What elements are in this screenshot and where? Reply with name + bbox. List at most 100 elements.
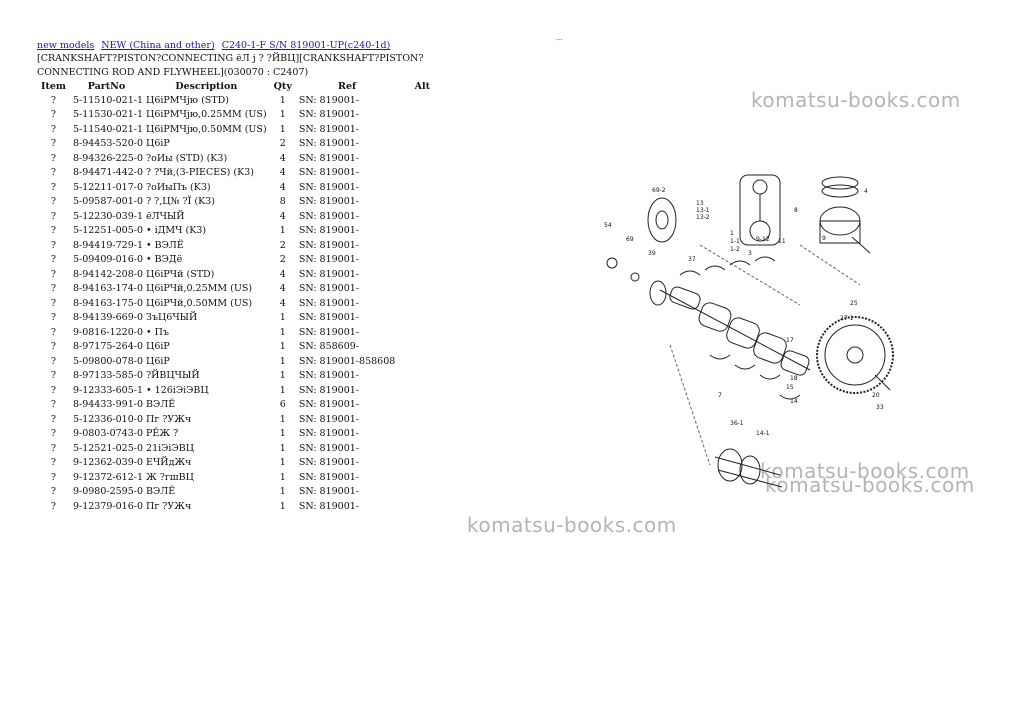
qty-cell: 1: [279, 384, 286, 396]
label-69-2: 69-2: [652, 187, 666, 194]
qty-cell: 1: [279, 428, 286, 440]
alt-cell: [398, 166, 446, 181]
header-alt: Alt: [414, 81, 430, 92]
item-cell: ?: [50, 123, 57, 135]
ref-cell: SN: 819001-: [298, 442, 360, 454]
label-18: 18: [790, 375, 798, 382]
ref-cell: SN: 819001-: [298, 239, 360, 251]
part-description-cell: 8-94142-208-0 Ц6іРЧй (STD): [72, 268, 215, 280]
alt-cell: [398, 354, 446, 369]
ref-cell: SN: 819001-: [298, 297, 360, 309]
table-row: ? 5-09800-078-0 Ц6іР 1 SN: 819001-858608: [37, 354, 446, 369]
part-description-cell: 5-11540-021-1 Ц6іРМЧјю,0.50MM (US): [72, 123, 267, 135]
part-description-cell: 5-12521-025-0 21іЭіЭВЦ: [72, 442, 194, 454]
item-cell: ?: [50, 399, 57, 411]
reference-lines: [669, 244, 861, 466]
part-description-cell: 5-12230-039-1 ёЛЧЫЙ: [72, 210, 185, 222]
page-title: [CRANKSHAFT?PISTON?CONNECTING ёЛ ј ? ?ЙВ…: [37, 53, 424, 78]
table-header-row: Item PartNo Description Qty Ref Alt: [37, 80, 446, 93]
part-description-cell: 5-09800-078-0 Ц6іР: [72, 355, 170, 367]
item-cell: ?: [50, 457, 57, 469]
item-cell: ?: [50, 428, 57, 440]
item-cell: ?: [50, 152, 57, 164]
qty-cell: 4: [279, 297, 286, 309]
diagram-labels: 69-2 4 13 13-1 13-2 8 54 69 39 37 1 1-1 …: [604, 187, 884, 437]
timing-gear-part: [647, 197, 677, 243]
ref-cell: SN: 819001-: [298, 138, 360, 150]
alt-cell: [398, 137, 446, 152]
ref-cell: SN: 819001-: [298, 225, 360, 237]
qty-cell: 1: [279, 500, 286, 512]
part-description-cell: 8-94326-225-0 ?оИы (STD) (K3): [72, 152, 228, 164]
alt-cell: [398, 340, 446, 355]
qty-cell: 1: [279, 312, 286, 324]
label-4: 4: [864, 188, 868, 195]
label-1-2: 1-2: [730, 246, 740, 253]
ref-cell: SN: 819001-858608: [298, 355, 396, 367]
item-cell: ?: [50, 167, 57, 179]
item-cell: ?: [50, 94, 57, 106]
label-27-1: 27-1: [840, 315, 854, 322]
part-description-cell: 8-97133-585-0 ?ЙВЦЧЫЙ: [72, 370, 200, 382]
ref-cell: SN: 819001-: [298, 196, 360, 208]
ref-cell: SN: 819001-: [298, 457, 360, 469]
flywheel-part: [816, 316, 894, 394]
part-description-cell: 8-94139-669-0 ЗъЦ6ЧЫЙ: [72, 312, 198, 324]
qty-cell: 1: [279, 123, 286, 135]
header-item: Item: [41, 81, 66, 92]
label-9-12: 9-12: [756, 236, 770, 243]
qty-cell: 4: [279, 210, 286, 222]
qty-cell: 4: [279, 268, 286, 280]
label-15: 15: [786, 384, 794, 391]
part-description-cell: 5-12336-010-0 Пг ?УЖч: [72, 413, 192, 425]
item-cell: ?: [50, 355, 57, 367]
item-cell: ?: [50, 413, 57, 425]
watermark: komatsu-books.com: [765, 473, 975, 497]
label-7: 7: [718, 392, 722, 399]
item-cell: ?: [50, 341, 57, 353]
item-cell: ?: [50, 326, 57, 338]
part-description-cell: 5-09409-016-0 • ВЭДё: [72, 254, 183, 266]
connecting-rod-part: [739, 174, 781, 246]
item-cell: ?: [50, 370, 57, 382]
watermark: komatsu-books.com: [760, 459, 970, 483]
alt-cell: [398, 238, 446, 253]
part-description-cell: 9-12379-016-0 Пг ?УЖч: [72, 500, 192, 512]
qty-cell: 1: [279, 355, 286, 367]
part-description-cell: 8-94163-175-0 Ц6іРЧй,0.50MM (US): [72, 297, 253, 309]
part-description-cell: 8-94433-991-0 ВЭЛЁ: [72, 399, 176, 411]
breadcrumb-link-new-models[interactable]: new models: [37, 40, 95, 51]
label-14-1: 14-1: [756, 430, 770, 437]
crankshaft-lower-view: [714, 448, 783, 488]
label-36-1: 36-1: [730, 420, 744, 427]
ref-cell: SN: 819001-: [298, 181, 360, 193]
label-25: 25: [850, 300, 858, 307]
item-cell: ?: [50, 312, 57, 324]
alt-cell: [398, 427, 446, 442]
part-description-cell: 5-09587-001-0 ? ?,Ц№ ?Ї (K3): [72, 196, 215, 208]
label-54: 54: [604, 222, 612, 229]
header-ref: Ref: [338, 81, 357, 92]
qty-cell: 1: [279, 471, 286, 483]
item-cell: ?: [50, 138, 57, 150]
breadcrumb: new models NEW (China and other) C240-1-…: [37, 40, 394, 51]
part-description-cell: 8-94471-442-0 ? ?Чй,(3-PIECES) (K3): [72, 167, 254, 179]
item-cell: ?: [50, 486, 57, 498]
alt-cell: [398, 499, 446, 514]
breadcrumb-link-new-china[interactable]: NEW (China and other): [101, 40, 215, 51]
part-description-cell: 5-11510-021-1 Ц6іРМЧјю (STD): [72, 94, 229, 106]
qty-cell: 2: [279, 239, 286, 251]
breadcrumb-link-model[interactable]: C240-1-F S/N 819001-UP(c240-1d): [221, 40, 391, 51]
alt-cell: [398, 224, 446, 239]
qty-cell: 4: [279, 283, 286, 295]
label-1-1: 1-1: [730, 238, 740, 245]
alt-cell: [398, 151, 446, 166]
qty-cell: 1: [279, 326, 286, 338]
